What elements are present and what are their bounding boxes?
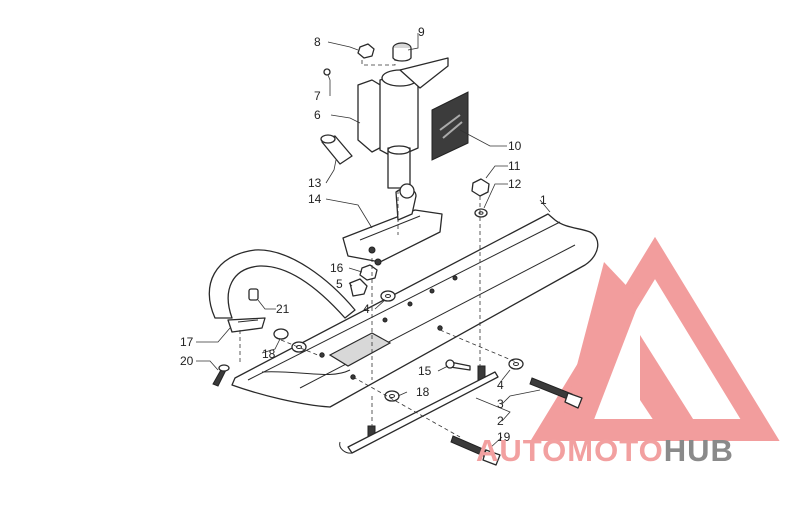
watermark-text: AUTOMOTOHUB	[476, 433, 734, 468]
callout-labels: 8 9 7 6 10 11 12 1 13 14 16 5 4 21 17 18…	[180, 25, 547, 444]
callout-4-right: 4	[497, 378, 504, 392]
callout-9: 9	[418, 25, 425, 39]
callout-7: 7	[314, 89, 321, 103]
callout-12: 12	[508, 177, 522, 191]
leader-lines	[196, 33, 551, 449]
watermark-text-moto: MOTO	[567, 433, 663, 468]
watermark-triangle-left	[560, 262, 640, 430]
callout-6: 6	[314, 108, 321, 122]
callout-11: 11	[508, 159, 521, 173]
watermark-triangle-inner	[640, 335, 700, 430]
watermark-text-hub: HUB	[664, 433, 734, 468]
saddle	[342, 183, 443, 266]
callout-1: 1	[540, 193, 547, 207]
callout-18-left: 18	[262, 347, 276, 361]
callout-4-upper: 4	[363, 302, 370, 316]
callout-19: 19	[497, 430, 511, 444]
callout-3: 3	[497, 397, 504, 411]
ski-body	[231, 213, 599, 408]
callout-15: 15	[418, 364, 432, 378]
wear-bar	[339, 371, 499, 454]
callout-20: 20	[180, 354, 194, 368]
callout-18-lower: 18	[416, 385, 430, 399]
bushing	[320, 134, 353, 165]
callout-14: 14	[308, 192, 322, 206]
callout-13: 13	[308, 176, 322, 190]
watermark-logo	[530, 236, 780, 441]
callout-2: 2	[497, 414, 504, 428]
spindle-assembly	[357, 42, 449, 189]
callout-17: 17	[180, 335, 194, 349]
callout-10: 10	[508, 139, 522, 153]
callout-8: 8	[314, 35, 321, 49]
callout-21: 21	[276, 302, 290, 316]
callout-5: 5	[336, 277, 343, 291]
hardware	[212, 43, 583, 466]
callout-16: 16	[330, 261, 344, 275]
decal	[431, 91, 469, 161]
ski-loop	[208, 249, 356, 333]
watermark-text-auto: AUTO	[476, 433, 567, 468]
